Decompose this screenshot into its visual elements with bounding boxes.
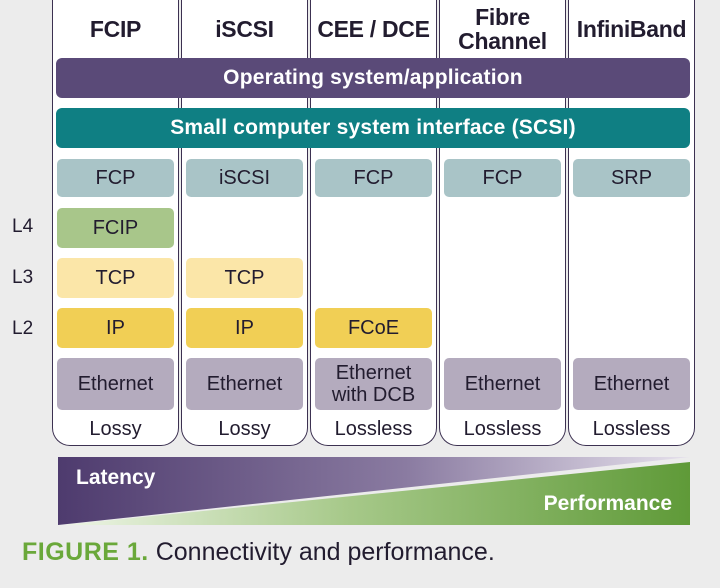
figure-caption-text: Connectivity and performance. [155, 538, 495, 566]
column-header-infiniband: InfiniBand [576, 16, 687, 42]
l2-cell-iscsi: IP [186, 308, 303, 348]
column-header-iscsi: iSCSI [215, 16, 274, 42]
loss-label-cee-dce: Lossless [334, 418, 413, 440]
l3-cell-iscsi: TCP [186, 258, 303, 298]
protocol-cell-fibre-channel: FCP [444, 159, 561, 197]
column-header-cee-dce: CEE / DCE [317, 16, 430, 42]
layer-label-l2: L2 [12, 318, 34, 339]
l3-cell-fcip: TCP [57, 258, 174, 298]
performance-wedge [64, 462, 690, 525]
protocol-cell-cee-dce: FCP [315, 159, 432, 197]
loss-label-fcip: Lossy [89, 418, 142, 440]
l2-cell-fcip: IP [57, 308, 174, 348]
column-header-fibre-channel: Fibre Channel [458, 4, 547, 54]
l2-cell-cee-dce: FCoE [315, 308, 432, 348]
physical-cell-cee-dce: Ethernet with DCB [315, 358, 432, 410]
layer-label-l3: L3 [12, 267, 34, 288]
scsi-band: Small computer system interface (SCSI) [56, 108, 690, 148]
loss-label-infiniband: Lossless [592, 418, 671, 440]
physical-cell-fcip: Ethernet [57, 358, 174, 410]
layer-label-l4: L4 [12, 216, 34, 237]
physical-cell-iscsi: Ethernet [186, 358, 303, 410]
physical-cell-fibre-channel: Ethernet [444, 358, 561, 410]
physical-cell-infiniband: Ethernet [573, 358, 690, 410]
figure-label: FIGURE 1. [22, 538, 149, 566]
column-header-fcip: FCIP [89, 16, 142, 42]
os-application-band: Operating system/application [56, 58, 690, 98]
protocol-cell-fcip: FCP [57, 159, 174, 197]
figure-caption: FIGURE 1. Connectivity and performance. [22, 538, 495, 567]
l4-cell-fcip: FCIP [57, 208, 174, 248]
loss-label-iscsi: Lossy [218, 418, 271, 440]
performance-label: Performance [543, 492, 672, 515]
protocol-cell-iscsi: iSCSI [186, 159, 303, 197]
loss-label-fibre-channel: Lossless [463, 418, 542, 440]
latency-label: Latency [76, 466, 156, 489]
latency-wedge [58, 457, 690, 525]
protocol-cell-infiniband: SRP [573, 159, 690, 197]
